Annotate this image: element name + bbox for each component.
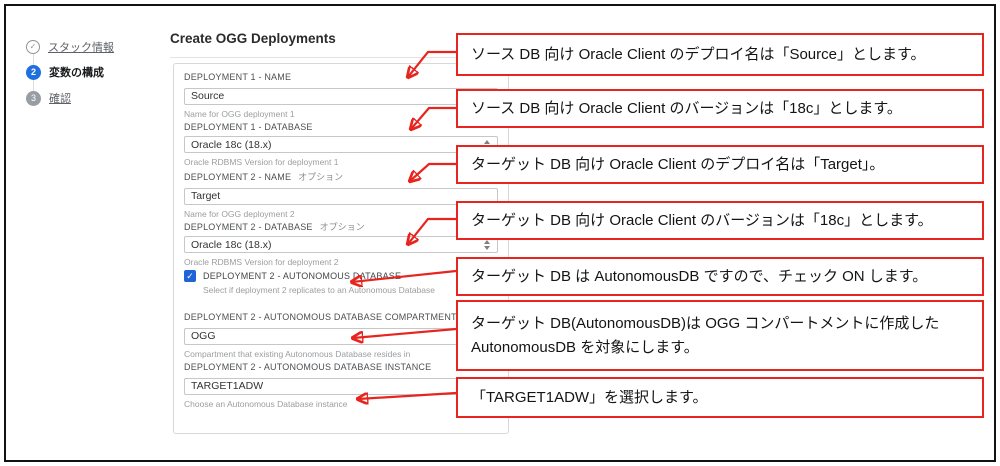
callout-autonomous-compartment: ターゲット DB(AutonomousDB)は OGG コンパートメントに作成し…	[456, 300, 984, 371]
callout-deployment1-name: ソース DB 向け Oracle Client のデプロイ名は「Source」と…	[456, 33, 984, 76]
autonomous-database-checkbox[interactable]: ✓	[184, 270, 196, 282]
wizard-step-variables: 2 変数の構成	[26, 64, 104, 80]
deployment1-database-select[interactable]: Oracle 18c (18.x)	[184, 136, 498, 153]
step-done-check-icon: ✓	[26, 40, 40, 54]
wizard-step-confirm[interactable]: 3 確認	[26, 90, 71, 106]
callout-deployment2-name: ターゲット DB 向け Oracle Client のデプロイ名は「Target…	[456, 145, 984, 184]
field-help: Oracle RDBMS Version for deployment 1	[184, 157, 339, 167]
page-title: Create OGG Deployments	[170, 31, 336, 46]
field-deployment1-database: DEPLOYMENT 1 - DATABASE Oracle 18c (18.x…	[184, 122, 498, 167]
deployment1-name-input[interactable]	[184, 87, 498, 105]
field-help: Name for OGG deployment 1	[184, 108, 295, 119]
autonomous-compartment-input[interactable]	[184, 327, 498, 345]
callout-text: ターゲット DB 向け Oracle Client のデプロイ名は「Target…	[471, 155, 885, 173]
field-help: Choose an Autonomous Database instance	[184, 398, 348, 409]
step-label-stack-info[interactable]: スタック情報	[48, 42, 114, 54]
optional-tag: オプション	[319, 222, 365, 232]
field-autonomous-instance: DEPLOYMENT 2 - AUTONOMOUS DATABASE INSTA…	[184, 362, 498, 409]
deployment2-name-input[interactable]	[184, 187, 498, 205]
checkbox-help: Select if deployment 2 replicates to an …	[203, 285, 436, 295]
step-number-2-badge: 2	[26, 64, 41, 80]
callout-text: ソース DB 向け Oracle Client のバージョンは「18c」とします…	[471, 99, 902, 117]
field-label: DEPLOYMENT 2 - AUTONOMOUS DATABASE INSTA…	[184, 362, 432, 372]
field-label: DEPLOYMENT 1 - DATABASE	[184, 122, 313, 132]
field-help: Oracle RDBMS Version for deployment 2	[184, 257, 339, 267]
field-autonomous-compartment: DEPLOYMENT 2 - AUTONOMOUS DATABASE COMPA…	[184, 312, 498, 359]
field-deployment1-name: DEPLOYMENT 1 - NAME Name for OGG deploym…	[184, 72, 498, 119]
deployment2-database-select[interactable]: Oracle 18c (18.x)	[184, 236, 498, 253]
callout-text: ソース DB 向け Oracle Client のデプロイ名は「Source」と…	[471, 45, 926, 63]
title-divider	[170, 57, 508, 58]
select-spinner-icon[interactable]	[484, 240, 490, 250]
callout-text: ターゲット DB は AutonomousDB ですので、チェック ON します…	[471, 267, 928, 285]
callout-text: 「TARGET1ADW」を選択します。	[471, 388, 708, 406]
field-deployment2-autonomous-checkbox: ✓ DEPLOYMENT 2 - AUTONOMOUS DATABASE Sel…	[184, 270, 498, 295]
field-label: DEPLOYMENT 2 - AUTONOMOUS DATABASE COMPA…	[184, 312, 457, 322]
selected-value: Oracle 18c (18.x)	[191, 238, 272, 251]
callout-autonomous-instance: 「TARGET1ADW」を選択します。	[456, 377, 984, 418]
step-label-confirm[interactable]: 確認	[49, 93, 71, 105]
step-label-variables: 変数の構成	[49, 67, 104, 79]
deployments-form-panel: DEPLOYMENT 1 - NAME Name for OGG deploym…	[173, 63, 509, 434]
checkbox-label: DEPLOYMENT 2 - AUTONOMOUS DATABASE	[203, 271, 402, 281]
callout-text: ターゲット DB 向け Oracle Client のバージョンは「18c」とし…	[471, 211, 933, 229]
callout-text: ターゲット DB(AutonomousDB)は OGG コンパートメントに作成し…	[471, 315, 940, 356]
field-help: Compartment that existing Autonomous Dat…	[184, 348, 411, 359]
step-number-3-badge: 3	[26, 90, 41, 106]
callout-autonomous-checkbox: ターゲット DB は AutonomousDB ですので、チェック ON します…	[456, 257, 984, 296]
field-label: DEPLOYMENT 1 - NAME	[184, 72, 292, 82]
optional-tag: オプション	[298, 172, 344, 182]
field-help: Name for OGG deployment 2	[184, 208, 295, 219]
autonomous-instance-input[interactable]	[184, 377, 498, 395]
wizard-step-stack-info[interactable]: ✓ スタック情報	[26, 39, 114, 55]
callout-deployment1-database: ソース DB 向け Oracle Client のバージョンは「18c」とします…	[456, 89, 984, 128]
callout-deployment2-database: ターゲット DB 向け Oracle Client のバージョンは「18c」とし…	[456, 201, 984, 240]
selected-value: Oracle 18c (18.x)	[191, 138, 272, 151]
